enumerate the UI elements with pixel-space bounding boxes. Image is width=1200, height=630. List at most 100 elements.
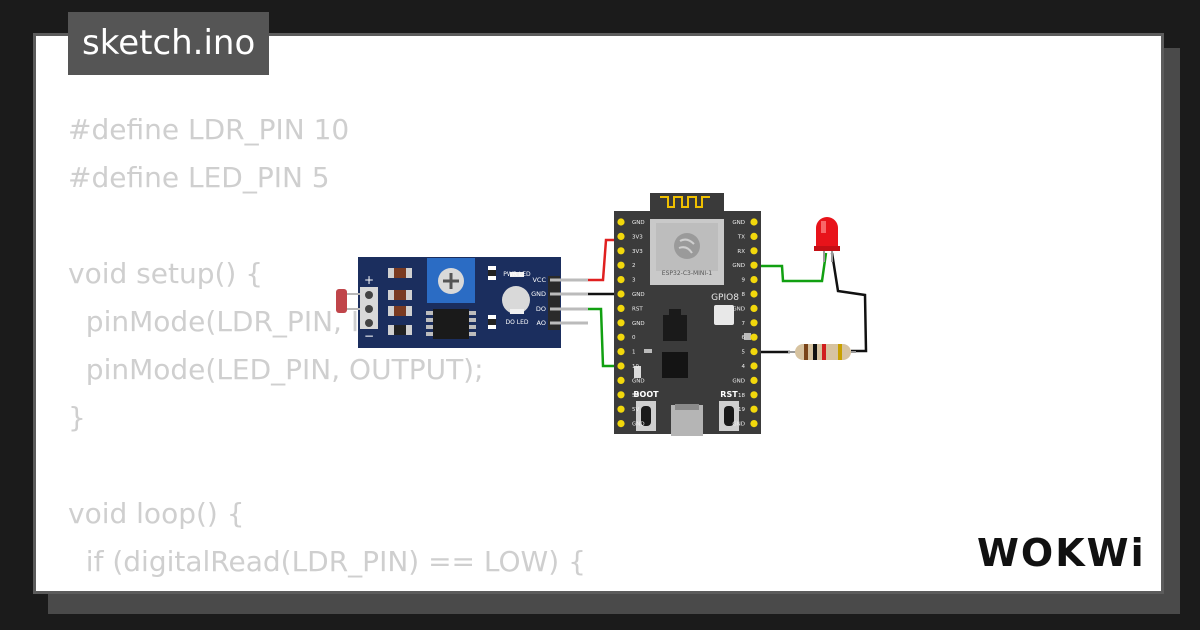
left-header-pin[interactable] — [617, 247, 625, 255]
preview-card: #define LDR_PIN 10 #define LED_PIN 5 voi… — [33, 33, 1164, 594]
left-header-pin-label: 5V — [632, 393, 639, 399]
pin-label-vcc: VCC — [532, 276, 546, 284]
right-header-pin-label: GND — [732, 220, 745, 226]
right-header-pin-label: 18 — [738, 393, 745, 399]
left-header-pin-label: 3 — [632, 278, 636, 284]
right-header-pin[interactable] — [750, 290, 758, 298]
right-header-pin[interactable] — [750, 348, 758, 356]
right-header-pin[interactable] — [750, 247, 758, 255]
pin-label-do: DO — [536, 305, 546, 313]
do-led — [510, 309, 524, 314]
right-header-pin-label: 7 — [742, 321, 746, 327]
boot-label: BOOT — [633, 390, 659, 399]
right-header-pin[interactable] — [750, 261, 758, 269]
code-line: void loop() { — [68, 497, 245, 530]
espressif-logo-icon — [674, 233, 700, 259]
pwr-led-label: PWR LED — [503, 271, 531, 278]
code-line: } — [68, 401, 86, 434]
left-header-pin[interactable] — [617, 218, 625, 226]
left-header-pin-label: GND — [632, 378, 645, 384]
gpio8-label: GPIO8 — [711, 293, 739, 303]
left-header-pin[interactable] — [617, 290, 625, 298]
right-header-pin-label: GND — [732, 263, 745, 269]
wires — [588, 238, 868, 368]
wire-led-anode — [748, 252, 828, 283]
left-header-pin[interactable] — [617, 333, 625, 341]
left-header-pin[interactable] — [617, 348, 625, 356]
right-header-pin-label: 9 — [742, 278, 746, 284]
usb-bridge-chip — [662, 352, 688, 378]
right-header-pin[interactable] — [750, 232, 758, 240]
left-header-pin-label: 5V — [632, 407, 639, 413]
right-header-pin[interactable] — [750, 218, 758, 226]
rgb-led — [714, 305, 734, 325]
capacitor-icon — [502, 286, 530, 314]
resistor[interactable] — [788, 344, 856, 360]
pin-label-ao: AO — [537, 319, 546, 327]
right-header-pin-label: GND — [732, 306, 745, 312]
comparator-chip — [433, 309, 469, 339]
left-header-pin-label: GND — [632, 422, 645, 428]
right-header-pin-label: RX — [737, 249, 745, 255]
right-header-pin[interactable] — [750, 420, 758, 428]
left-header-pin-label: 0 — [632, 335, 636, 341]
left-header-pin-label: 10 — [632, 364, 639, 370]
wire-do — [588, 307, 621, 368]
wire-vcc — [588, 238, 621, 282]
right-header-pin[interactable] — [750, 391, 758, 399]
right-header-pin[interactable] — [750, 376, 758, 384]
left-header-pin[interactable] — [617, 376, 625, 384]
left-header-pin-label: 3V3 — [632, 249, 643, 255]
right-header-pin[interactable] — [750, 333, 758, 341]
right-header-pin[interactable] — [750, 362, 758, 370]
right-header-pin[interactable] — [750, 405, 758, 413]
red-led[interactable] — [814, 217, 840, 262]
ldr-sensor-module[interactable]: + − PWR LED DO LED VCC GND DO AO — [336, 257, 588, 348]
left-header-pin[interactable] — [617, 276, 625, 284]
file-tab[interactable]: sketch.ino — [68, 12, 270, 75]
left-header-pin-label: GND — [632, 292, 645, 298]
code-preview: #define LDR_PIN 10 #define LED_PIN 5 voi… — [68, 106, 586, 591]
wokwi-logo-text: WOKWi — [977, 531, 1146, 575]
code-line: pinMode(LED_PIN, OUTPUT); — [68, 353, 484, 386]
module-label: ESP32-C3-MINI-1 — [662, 270, 713, 277]
photoresistor — [336, 289, 347, 313]
right-header-pin-label: GND — [732, 378, 745, 384]
left-header-pin[interactable] — [617, 420, 625, 428]
left-header-pin[interactable] — [617, 261, 625, 269]
right-header-pin-label: 5 — [742, 350, 746, 356]
right-header-pin-label: 8 — [742, 292, 746, 298]
left-header-pin-label: RST — [632, 306, 643, 312]
wire-led-cathode — [830, 252, 868, 353]
left-header-pin[interactable] — [617, 319, 625, 327]
left-header-pin-label: 2 — [632, 263, 636, 269]
left-header-pin[interactable] — [617, 391, 625, 399]
code-line: if (digitalRead(LDR_PIN) == LOW) { — [68, 545, 586, 578]
code-line: #define LED_PIN 5 — [68, 161, 330, 194]
left-header-pin[interactable] — [617, 362, 625, 370]
right-header-pin-label: GND — [732, 422, 745, 428]
left-header-pin[interactable] — [617, 232, 625, 240]
right-header-pin[interactable] — [750, 276, 758, 284]
rst-label: RST — [720, 390, 738, 399]
left-header-pin-label: 1 — [632, 350, 636, 356]
file-tab-label: sketch.ino — [82, 23, 256, 63]
left-header-pin[interactable] — [617, 304, 625, 312]
plus-label: + — [364, 273, 374, 287]
code-line: void setup() { — [68, 257, 264, 290]
right-header-pin-label: 6 — [742, 335, 746, 341]
right-header-pin-label: 4 — [742, 364, 746, 370]
right-header-pin[interactable] — [750, 304, 758, 312]
usb-port-icon — [671, 405, 703, 436]
esp32-c3-board[interactable]: ESP32-C3-MINI-1 GPIO8 BOOT RST GND 3V3 3V3… — [614, 193, 761, 436]
right-header-pin[interactable] — [750, 319, 758, 327]
pwr-led — [510, 272, 524, 277]
left-header-pin-label: 3V3 — [632, 234, 643, 240]
antenna-icon — [660, 196, 710, 208]
do-led-label: DO LED — [505, 319, 528, 326]
left-header-pin[interactable] — [617, 405, 625, 413]
minus-label: − — [364, 329, 374, 343]
right-header-pin-label: TX — [737, 234, 745, 240]
right-header-pin-label: 19 — [738, 407, 745, 413]
